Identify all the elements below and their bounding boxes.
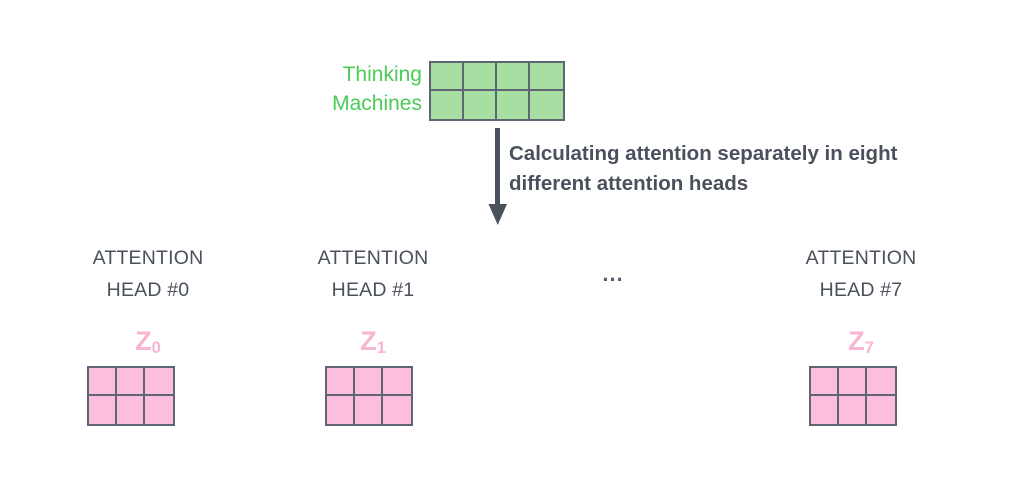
- matrix-cell: [867, 368, 895, 396]
- attention-head-7-output-label: Z7: [754, 326, 968, 360]
- heads-ellipsis: ...: [602, 261, 624, 286]
- matrix-cell: [117, 368, 145, 396]
- matrix-cell: [839, 368, 867, 396]
- attention-head-0-output-matrix: [87, 366, 175, 426]
- z-subscript: 1: [376, 338, 386, 357]
- z-letter: Z: [848, 326, 865, 356]
- matrix-cell: [497, 63, 530, 91]
- attention-head-1-output-label: Z1: [266, 326, 480, 360]
- matrix-cell: [497, 91, 530, 119]
- matrix-cell: [431, 63, 464, 91]
- matrix-cell: [145, 396, 173, 424]
- matrix-cell: [811, 368, 839, 396]
- input-row-label-0: Thinking: [342, 63, 422, 86]
- matrix-row: [811, 368, 895, 396]
- matrix-row: [89, 396, 173, 424]
- matrix-row: [431, 91, 563, 119]
- z-letter: Z: [360, 326, 377, 356]
- attention-head-0-title: ATTENTION HEAD #0: [92, 247, 204, 301]
- matrix-cell: [530, 63, 563, 91]
- matrix-row: [89, 368, 173, 396]
- input-row-labels: Thinking Machines: [250, 60, 422, 118]
- input-row-label-1: Machines: [332, 92, 422, 115]
- matrix-cell: [89, 368, 117, 396]
- matrix-cell: [867, 396, 895, 424]
- matrix-cell: [327, 368, 355, 396]
- input-matrix-title: X: [0, 10, 1018, 44]
- matrix-cell: [145, 368, 173, 396]
- matrix-row: [431, 63, 563, 91]
- matrix-row: [327, 368, 411, 396]
- matrix-row: [811, 396, 895, 424]
- z-letter: Z: [135, 326, 152, 356]
- matrix-cell: [383, 396, 411, 424]
- input-matrix-x: [429, 61, 565, 121]
- matrix-cell: [117, 396, 145, 424]
- attention-head-7-title: ATTENTION HEAD #7: [805, 247, 917, 301]
- z-subscript: 7: [864, 338, 874, 357]
- matrix-cell: [464, 91, 497, 119]
- matrix-row: [327, 396, 411, 424]
- attention-head-7-output-matrix: [809, 366, 897, 426]
- z-subscript: 0: [151, 338, 161, 357]
- matrix-cell: [383, 368, 411, 396]
- matrix-cell: [89, 396, 117, 424]
- matrix-cell: [530, 91, 563, 119]
- matrix-cell: [327, 396, 355, 424]
- attention-head-0-output-label: Z0: [41, 326, 255, 360]
- down-arrow-icon: [488, 128, 507, 225]
- matrix-cell: [355, 368, 383, 396]
- attention-head-1-output-matrix: [325, 366, 413, 426]
- matrix-cell: [464, 63, 497, 91]
- matrix-cell: [355, 396, 383, 424]
- matrix-cell: [431, 91, 464, 119]
- attention-head-1-title: ATTENTION HEAD #1: [317, 247, 429, 301]
- matrix-cell: [811, 396, 839, 424]
- matrix-cell: [839, 396, 867, 424]
- arrow-caption: Calculating attention separately in eigh…: [509, 142, 898, 195]
